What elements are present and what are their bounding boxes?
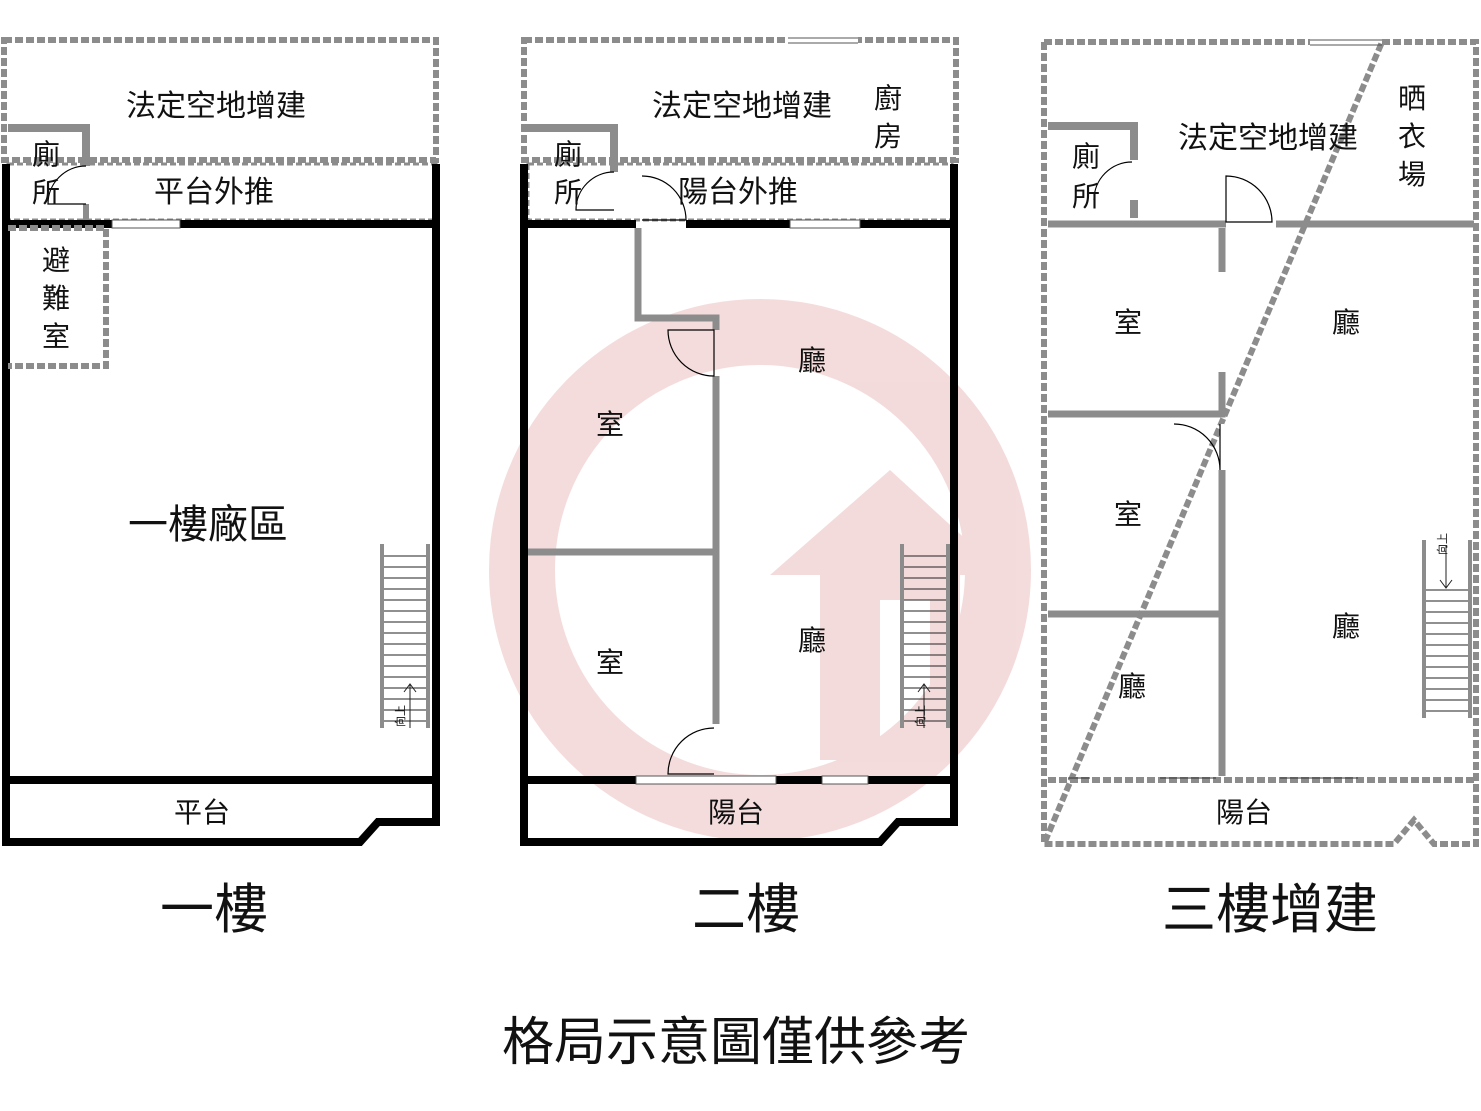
2f-room-a-label: 室 [596,408,624,441]
3f-hall-a-label: 廳 [1332,306,1360,339]
3f-drying-label-3: 場 [1398,158,1426,191]
2f-title: 二樓 [692,878,800,941]
3f-hall-b-label: 廳 [1332,610,1360,643]
stair-2f [900,544,950,728]
2f-balcony-label: 陽台 [708,796,764,829]
3f-stair-label: 向上 [1435,533,1449,555]
3f-toilet-label-2: 所 [1072,180,1100,213]
2f-stair-label: 向上 [913,705,927,727]
2f-balcony-ext-label: 陽台外推 [678,175,798,210]
2f-hall-b-label: 廳 [798,624,826,657]
1f-refuge-label-2: 難 [42,282,70,315]
1f-toilet-label-1: 廁 [32,138,60,171]
1f-toilet-label-2: 所 [32,176,60,209]
1f-refuge-label-3: 室 [42,320,70,353]
2f-kitchen-label-1: 廚 [874,82,902,115]
3f-toilet-label-1: 廁 [1072,140,1100,173]
2f-hall-a-label: 廳 [798,344,826,377]
stair-3f [1422,540,1472,718]
2f-kitchen-label-2: 房 [874,120,902,153]
3f-hall-c-label: 廳 [1118,670,1146,703]
3f-drying-label-2: 衣 [1398,120,1426,153]
2f-toilet-label-1: 廁 [554,138,582,171]
1f-platform-label: 平台 [174,796,230,829]
2f-toilet-label-2: 所 [554,176,582,209]
1f-factory-label: 一樓廠區 [128,502,288,548]
stair-1f [380,544,430,728]
3f-addition-label: 法定空地增建 [1178,121,1358,156]
disclaimer-note: 格局示意圖僅供參考 [502,1013,970,1073]
brand-logo-icon [489,299,1031,841]
2f-room-b-label: 室 [596,646,624,679]
3f-title: 三樓增建 [1162,878,1378,941]
floor-plan-1f [1,37,440,846]
floor-plan-2f [520,36,959,846]
3f-room-b-label: 室 [1114,498,1142,531]
floor-plan-3f [1039,39,1479,847]
1f-refuge-label-1: 避 [42,244,70,277]
3f-drying-label-1: 晒 [1398,82,1426,115]
3f-room-a-label: 室 [1114,306,1142,339]
3f-balcony-label: 陽台 [1216,796,1272,829]
1f-stair-label: 向上 [393,705,407,727]
1f-title: 一樓 [160,878,268,941]
2f-addition-label: 法定空地增建 [652,89,832,124]
1f-addition-label: 法定空地增建 [126,89,306,124]
1f-platform-ext-label: 平台外推 [154,175,274,210]
